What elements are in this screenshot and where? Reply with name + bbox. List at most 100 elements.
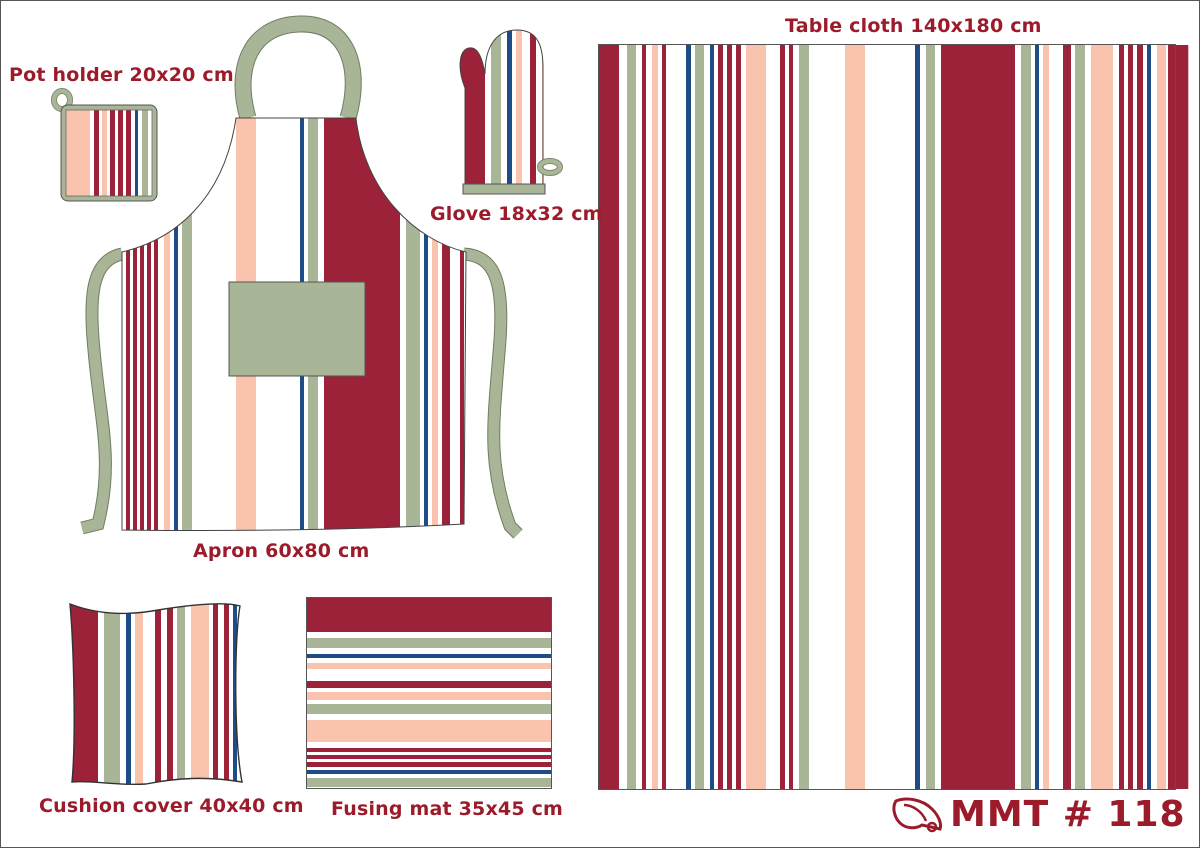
apron-stripe <box>432 118 439 531</box>
cushion-stripe <box>70 603 99 785</box>
oven-glove <box>459 29 563 195</box>
apron-stripe <box>442 118 451 531</box>
brand-mark: MMT # 118 <box>892 794 1186 835</box>
fusing-stripe <box>307 648 551 655</box>
fusing-stripe <box>307 663 551 670</box>
tablecloth-stripe <box>780 45 786 789</box>
cushion-stripe <box>143 603 156 785</box>
potholder-stripe <box>110 110 116 196</box>
brand-code: MMT # 118 <box>950 794 1186 835</box>
cushion-cover <box>69 602 243 786</box>
fusing-stripe <box>307 654 551 659</box>
glove-stripe <box>516 30 523 186</box>
tablecloth-stripe <box>636 45 643 789</box>
tablecloth-stripe <box>646 45 653 789</box>
apron-stripe <box>164 118 171 531</box>
tablecloth-stripe <box>1039 45 1044 789</box>
apron-stripe <box>174 118 179 531</box>
glove-stripe <box>485 30 492 186</box>
tablecloth-stripe <box>642 45 647 789</box>
potholder-stripe <box>94 110 100 196</box>
tablecloth-stripe <box>1157 45 1167 789</box>
glove-stripe <box>536 30 543 186</box>
potholder-stripe <box>99 110 103 196</box>
potholder-stripe <box>115 110 119 196</box>
fusing-stripe <box>307 774 551 779</box>
cushion-stripe <box>185 603 192 785</box>
table-cloth-caption: Table cloth 140x180 cm <box>785 15 1042 37</box>
apron-stripe <box>400 118 407 531</box>
tablecloth-stripe <box>658 45 663 789</box>
fusing-stripe <box>307 688 551 693</box>
tablecloth-stripe <box>704 45 711 789</box>
tablecloth-stripe <box>789 45 794 789</box>
tablecloth-stripe <box>1147 45 1152 789</box>
cushion-stripe <box>177 603 186 785</box>
glove-stripe <box>512 30 517 186</box>
fusing-stripe <box>307 787 551 792</box>
cushion-stripe <box>98 603 105 785</box>
pot-holder-caption: Pot holder 20x20 cm <box>9 64 234 86</box>
tablecloth-stripe <box>799 45 810 789</box>
tablecloth-stripe <box>1119 45 1125 789</box>
fusing-stripe <box>307 598 551 633</box>
potholder-stripe <box>90 110 95 196</box>
apron-stripe <box>438 118 443 531</box>
cushion-stripe <box>104 603 121 785</box>
tablecloth-stripe <box>746 45 767 789</box>
cushion-stripe <box>173 603 178 785</box>
tablecloth-stripe <box>619 45 628 789</box>
fusing-stripe <box>307 638 551 649</box>
apron-stripe <box>456 118 461 531</box>
cushion-stripe <box>126 603 132 785</box>
tablecloth-stripe <box>627 45 637 789</box>
fusing-stripe <box>307 752 551 756</box>
apron-stripe <box>151 118 155 531</box>
tablecloth-stripe <box>710 45 715 789</box>
bell-logo-icon <box>892 797 942 832</box>
tablecloth-stripe <box>1075 45 1086 789</box>
fusing-stripe <box>307 632 551 639</box>
apron-caption: Apron 60x80 cm <box>193 540 370 562</box>
tablecloth-stripe <box>1143 45 1148 789</box>
cushion-stripe <box>131 603 136 785</box>
apron-stripe <box>122 118 127 531</box>
apron-stripe <box>178 118 183 531</box>
fusing-stripe <box>307 714 551 721</box>
potholder-stripe <box>102 110 108 196</box>
potholder-stripe <box>135 110 139 196</box>
apron-stripe <box>460 118 465 531</box>
tablecloth-stripe <box>1113 45 1120 789</box>
tablecloth-stripe <box>1124 45 1129 789</box>
cushion-stripe <box>209 603 214 785</box>
fusing-stripe <box>307 692 551 701</box>
fusing-stripe <box>307 767 551 771</box>
potholder-stripe <box>126 110 132 196</box>
tablecloth-stripe <box>1085 45 1092 789</box>
tablecloth-stripe <box>1035 45 1040 789</box>
tablecloth-stripe <box>732 45 737 789</box>
apron-stripe <box>406 118 421 531</box>
apron-stripe <box>154 118 159 531</box>
potholder-stripe <box>66 110 91 196</box>
potholder-stripe <box>131 110 136 196</box>
potholder-stripe <box>148 110 152 196</box>
tablecloth-stripe <box>766 45 781 789</box>
fusing-stripe <box>307 778 551 788</box>
tablecloth-stripe <box>1049 45 1064 789</box>
tablecloth-stripe <box>714 45 719 789</box>
tablecloth-stripe <box>686 45 692 789</box>
fusing-stripe <box>307 720 551 743</box>
glove-caption: Glove 18x32 cm <box>430 203 603 225</box>
apron-stripe <box>130 118 134 531</box>
apron-stripe <box>420 118 425 531</box>
apron-stripe <box>126 118 131 531</box>
tablecloth-stripe <box>920 45 927 789</box>
fusing-stripe <box>307 742 551 749</box>
tablecloth-stripe <box>695 45 705 789</box>
tablecloth-stripe <box>736 45 742 789</box>
fusing-stripe <box>307 658 551 664</box>
tablecloth-stripe <box>785 45 790 789</box>
fusing-stripe <box>307 759 551 763</box>
tablecloth-stripe <box>718 45 724 789</box>
